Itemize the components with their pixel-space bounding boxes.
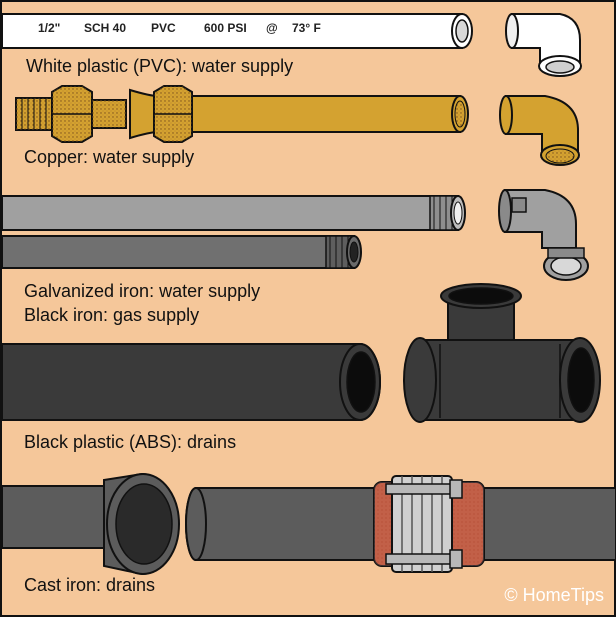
pvc-marking-temperature: 73° F [292,21,321,35]
pvc-marking-material: PVC [151,21,176,35]
label-abs: Black plastic (ABS): drains [24,432,237,452]
pvc-marking-at: @ [266,21,278,35]
copper-elbow [499,95,580,166]
galvanized-elbow [498,189,589,281]
pvc-marking-schedule: SCH 40 [84,21,127,35]
pvc-elbow [505,13,582,77]
label-galvanized: Galvanized iron: water supply [24,281,261,301]
label-copper: Copper: water supply [24,147,195,167]
copper-pipe [129,85,469,143]
pvc-marking-size: 1/2" [38,21,61,35]
abs-pipe [1,343,381,421]
black-iron-pipe [1,235,362,269]
pvc-pipe [1,13,473,49]
label-black-iron: Black iron: gas supply [24,305,200,325]
label-pvc: White plastic (PVC): water supply [26,56,294,76]
copper-fitting-assembly [15,85,127,143]
credit-watermark: © HomeTips [504,585,604,605]
abs-tee [403,283,601,423]
cast-iron-hub-pipe [1,472,180,576]
galvanized-pipe [1,195,466,231]
label-cast-iron: Cast iron: drains [24,575,156,595]
pvc-marking-psi: 600 PSI [204,21,247,35]
no-hub-coupling [373,475,485,573]
